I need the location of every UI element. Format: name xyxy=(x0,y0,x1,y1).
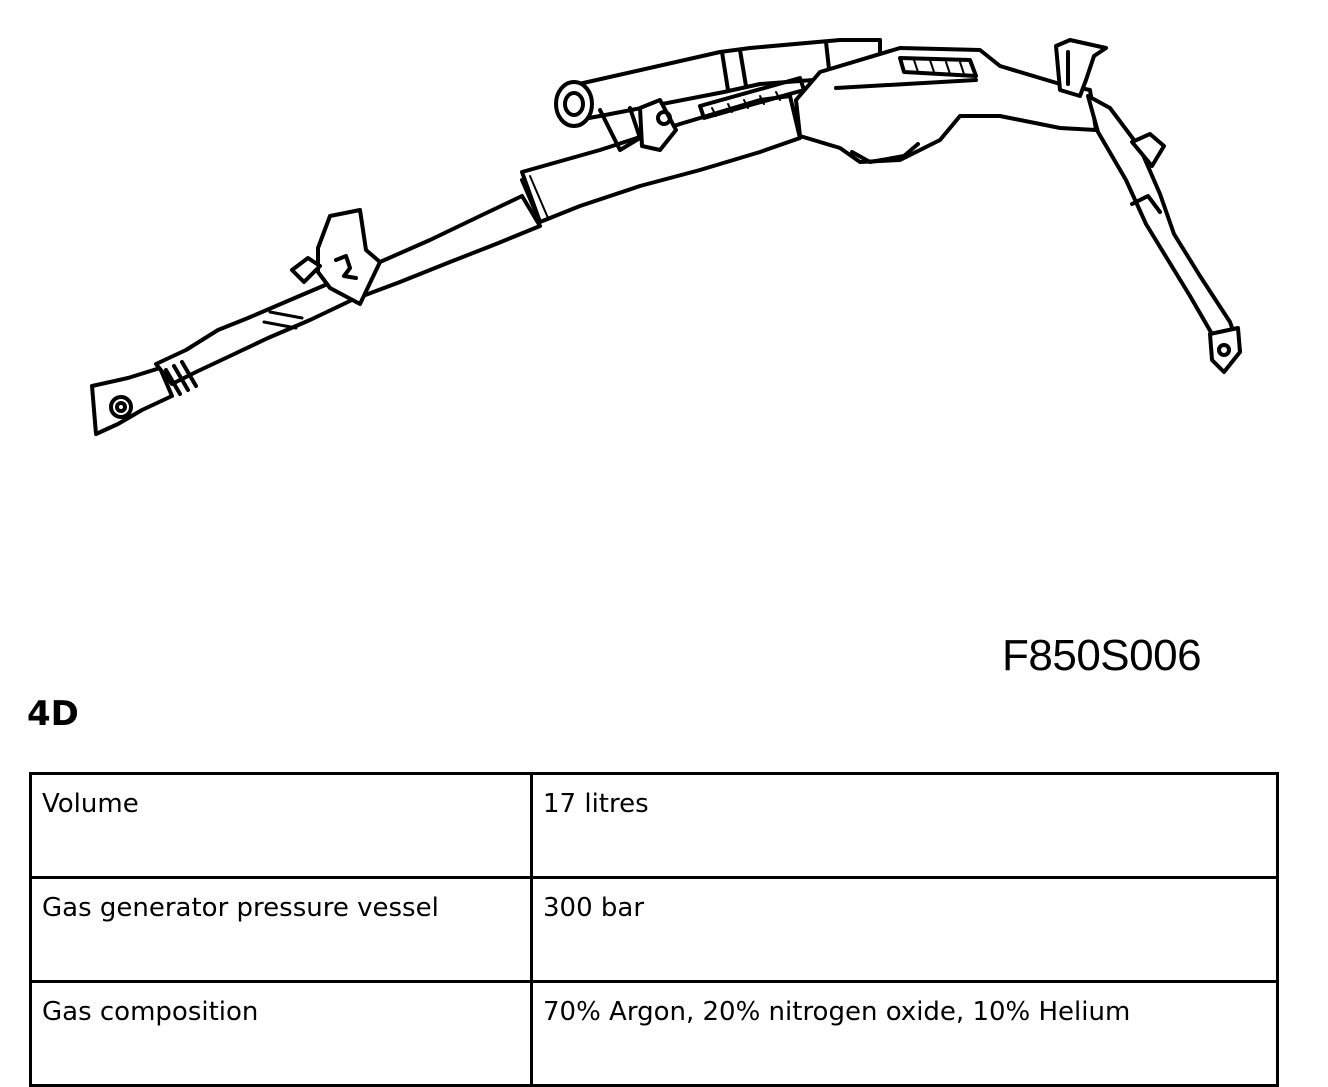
spec-property: Gas composition xyxy=(29,980,533,1087)
center-clip-bracket xyxy=(290,208,382,306)
left-mounting-tab xyxy=(90,366,174,436)
spec-property: Volume xyxy=(29,772,533,879)
table-row: Volume 17 litres xyxy=(29,772,1279,879)
airbag-assembly-illustration xyxy=(90,38,1242,436)
table-row: Gas generator pressure vessel 300 bar xyxy=(29,876,1279,983)
section-label: 4D xyxy=(27,694,79,734)
table-row: Gas composition 70% Argon, 20% nitrogen … xyxy=(29,980,1279,1087)
figure-code: F850S006 xyxy=(1002,631,1202,680)
spec-value: 300 bar xyxy=(530,876,1279,983)
spec-value: 17 litres xyxy=(530,772,1279,879)
gas-tube-right xyxy=(794,46,1098,164)
spec-property: Gas generator pressure vessel xyxy=(29,876,533,983)
specifications-table: Volume 17 litres Gas generator pressure … xyxy=(29,772,1279,1087)
upper-right-clip xyxy=(1054,38,1108,98)
spec-value: 70% Argon, 20% nitrogen oxide, 10% Heliu… xyxy=(530,980,1279,1087)
rear-arm xyxy=(1086,94,1242,374)
